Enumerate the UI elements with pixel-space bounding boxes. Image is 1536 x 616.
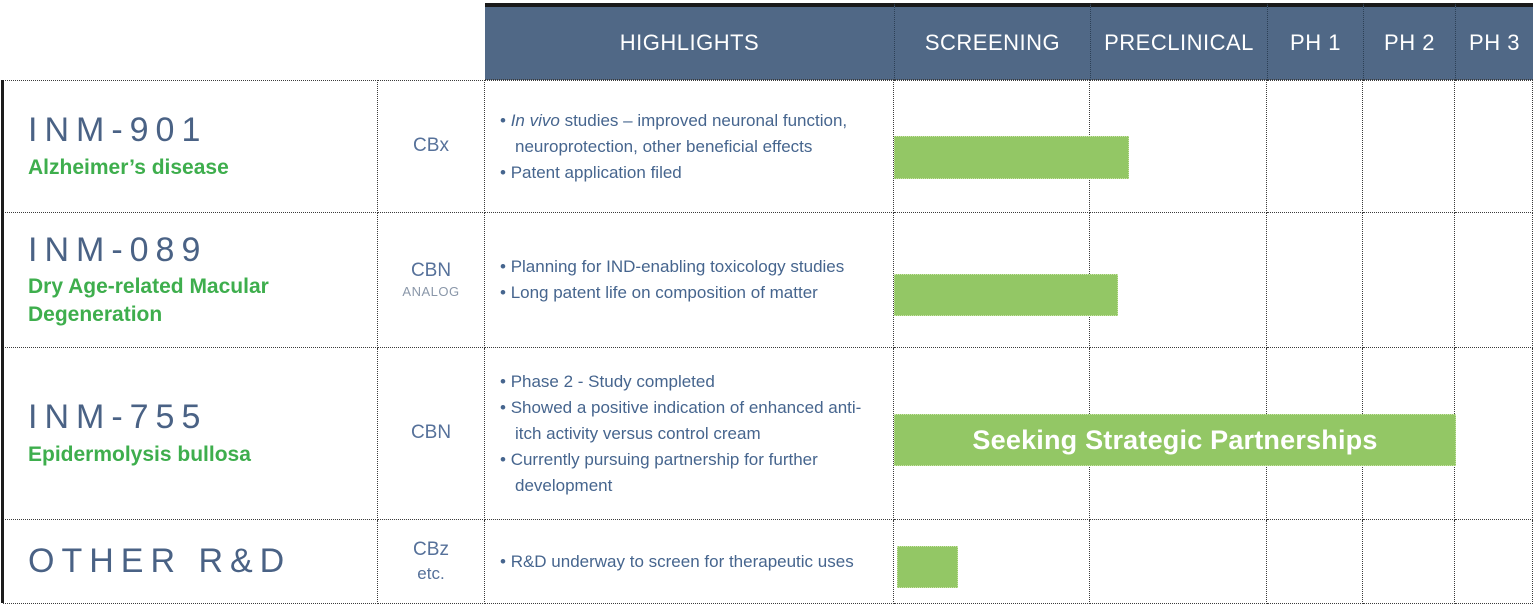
stage-ph2-cell bbox=[1363, 80, 1455, 213]
highlight-item: In vivo studies – improved neuronal func… bbox=[500, 108, 883, 160]
program-cell: INM-901 Alzheimer’s disease bbox=[3, 80, 378, 213]
progress-bar-inm-755: Seeking Strategic Partnerships bbox=[894, 414, 1456, 466]
indication-label: Epidermolysis bullosa bbox=[28, 442, 251, 466]
compound-note: ANALOG bbox=[402, 283, 460, 299]
stage-ph3-cell bbox=[1455, 80, 1533, 213]
program-name: OTHER R&D bbox=[28, 541, 292, 580]
highlights-list: In vivo studies – improved neuronal func… bbox=[500, 108, 883, 186]
stage-ph1-cell bbox=[1267, 213, 1363, 348]
progress-bar-inm-089 bbox=[894, 274, 1118, 316]
progress-bar-inm-901 bbox=[894, 136, 1129, 179]
highlights-list: Phase 2 - Study completed Showed a posit… bbox=[500, 369, 883, 499]
highlight-item: Phase 2 - Study completed bbox=[500, 369, 883, 395]
stage-ph1-cell bbox=[1267, 80, 1363, 213]
compound-cell: CBz etc. bbox=[378, 520, 485, 604]
highlight-item: Planning for IND-enabling toxicology stu… bbox=[500, 254, 883, 280]
column-header-highlights: HIGHLIGHTS bbox=[485, 3, 894, 80]
highlight-italic: In vivo bbox=[510, 110, 560, 130]
compound-cell: CBx bbox=[378, 80, 485, 213]
compound-name: CBN bbox=[410, 260, 452, 282]
stage-ph3-cell bbox=[1455, 213, 1533, 348]
partnership-banner-label: Seeking Strategic Partnerships bbox=[972, 424, 1378, 455]
column-header-preclinical: PRECLINICAL bbox=[1090, 3, 1267, 80]
compound-note: etc. bbox=[417, 563, 445, 583]
indication-label: Alzheimer’s disease bbox=[28, 155, 229, 179]
highlight-item: Showed a positive indication of enhanced… bbox=[500, 395, 883, 447]
stage-ph1-cell bbox=[1267, 520, 1363, 604]
stage-preclinical-cell bbox=[1090, 520, 1267, 604]
highlights-cell: Phase 2 - Study completed Showed a posit… bbox=[485, 348, 894, 520]
stage-ph2-cell bbox=[1363, 213, 1455, 348]
row-inm-755: INM-755 Epidermolysis bullosa CBN Phase … bbox=[3, 348, 1533, 520]
column-header-ph3: PH 3 bbox=[1455, 3, 1533, 80]
program-cell: OTHER R&D bbox=[3, 520, 378, 604]
highlight-text: studies – improved neuronal function, ne… bbox=[515, 110, 848, 156]
stage-ph3-cell bbox=[1455, 348, 1533, 520]
stage-ph2-cell bbox=[1363, 520, 1455, 604]
stage-ph3-cell bbox=[1455, 520, 1533, 604]
program-name: INM-901 bbox=[28, 111, 208, 150]
highlights-cell: In vivo studies – improved neuronal func… bbox=[485, 80, 894, 213]
row-inm-901: INM-901 Alzheimer’s disease CBx In vivo … bbox=[3, 80, 1533, 213]
column-header-screening: SCREENING bbox=[894, 3, 1090, 80]
highlights-list: R&D underway to screen for therapeutic u… bbox=[500, 549, 883, 575]
program-cell: INM-089 Dry Age-related Macular Degenera… bbox=[3, 213, 378, 348]
compound-name: CBx bbox=[413, 135, 449, 157]
highlight-item: R&D underway to screen for therapeutic u… bbox=[500, 549, 883, 575]
highlights-list: Planning for IND-enabling toxicology stu… bbox=[500, 254, 883, 306]
compound-name: CBz bbox=[413, 539, 449, 561]
header-spacer bbox=[3, 3, 485, 80]
header-row: HIGHLIGHTS SCREENING PRECLINICAL PH 1 PH… bbox=[3, 3, 1533, 80]
highlights-cell: Planning for IND-enabling toxicology stu… bbox=[485, 213, 894, 348]
column-header-ph1: PH 1 bbox=[1267, 3, 1363, 80]
row-inm-089: INM-089 Dry Age-related Macular Degenera… bbox=[3, 213, 1533, 348]
highlight-item: Currently pursuing partnership for furth… bbox=[500, 447, 883, 499]
highlight-item: Patent application filed bbox=[500, 160, 883, 186]
highlight-item: Long patent life on composition of matte… bbox=[500, 280, 883, 306]
compound-cell: CBN ANALOG bbox=[378, 213, 485, 348]
highlights-cell: R&D underway to screen for therapeutic u… bbox=[485, 520, 894, 604]
column-header-ph2: PH 2 bbox=[1363, 3, 1455, 80]
pipeline-table: HIGHLIGHTS SCREENING PRECLINICAL PH 1 PH… bbox=[1, 3, 1533, 604]
row-other-rd: OTHER R&D CBz etc. R&D underway to scree… bbox=[3, 520, 1533, 604]
compound-cell: CBN bbox=[378, 348, 485, 520]
program-name: INM-755 bbox=[28, 398, 208, 437]
indication-label: Dry Age-related Macular Degeneration bbox=[28, 275, 269, 327]
compound-name: CBN bbox=[410, 422, 452, 444]
progress-bar-other-rd bbox=[897, 546, 958, 588]
program-name: INM-089 bbox=[28, 231, 208, 270]
program-cell: INM-755 Epidermolysis bullosa bbox=[3, 348, 378, 520]
stage-preclinical-cell bbox=[1090, 213, 1267, 348]
left-border-rule bbox=[1, 80, 4, 603]
